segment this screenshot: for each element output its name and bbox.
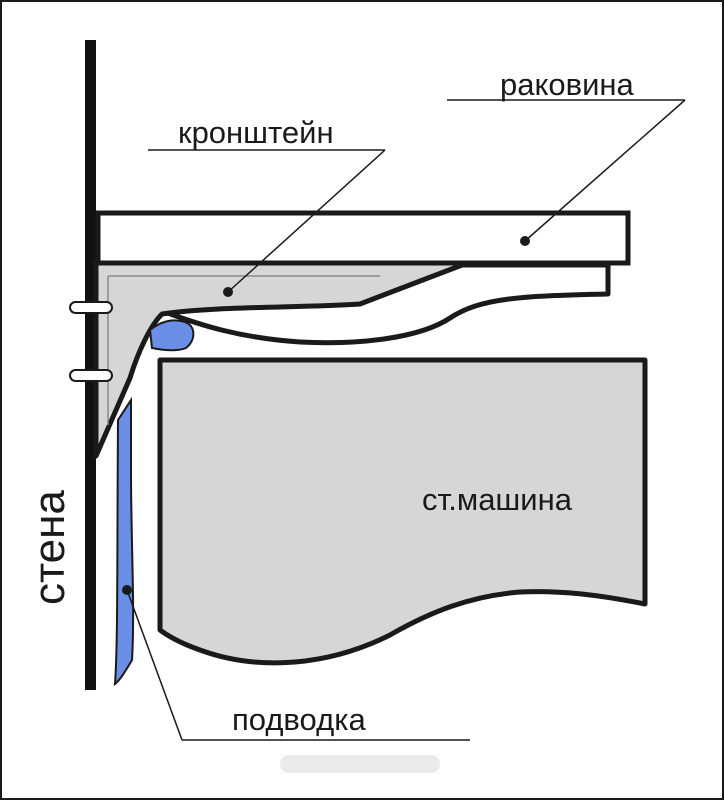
supply-hose-label: подводка — [232, 702, 366, 737]
sink-leader-line — [524, 99, 686, 242]
sink-underbody — [162, 262, 611, 346]
hose-leader-dot — [122, 585, 132, 595]
wall-label: стена — [25, 490, 74, 605]
bracket-shape — [93, 259, 473, 459]
washing-machine-shape — [157, 357, 648, 666]
wall-line — [85, 40, 96, 690]
wall-bolt-upper — [69, 301, 113, 314]
bracket-leader-dot — [223, 287, 233, 297]
bracket-leader-line — [227, 149, 386, 293]
watermark-blur — [280, 755, 440, 773]
wall-bolt-lower — [69, 369, 113, 382]
washing-machine-label: ст.машина — [422, 482, 573, 517]
hose-leader-line — [126, 589, 183, 741]
sink-leader-dot — [520, 236, 530, 246]
supply-hose — [148, 319, 195, 352]
bracket-label: кронштейн — [178, 115, 334, 150]
sink-label: раковина — [500, 67, 635, 102]
sink-top-slab — [95, 210, 631, 266]
supply-hose-pipe — [113, 396, 135, 687]
